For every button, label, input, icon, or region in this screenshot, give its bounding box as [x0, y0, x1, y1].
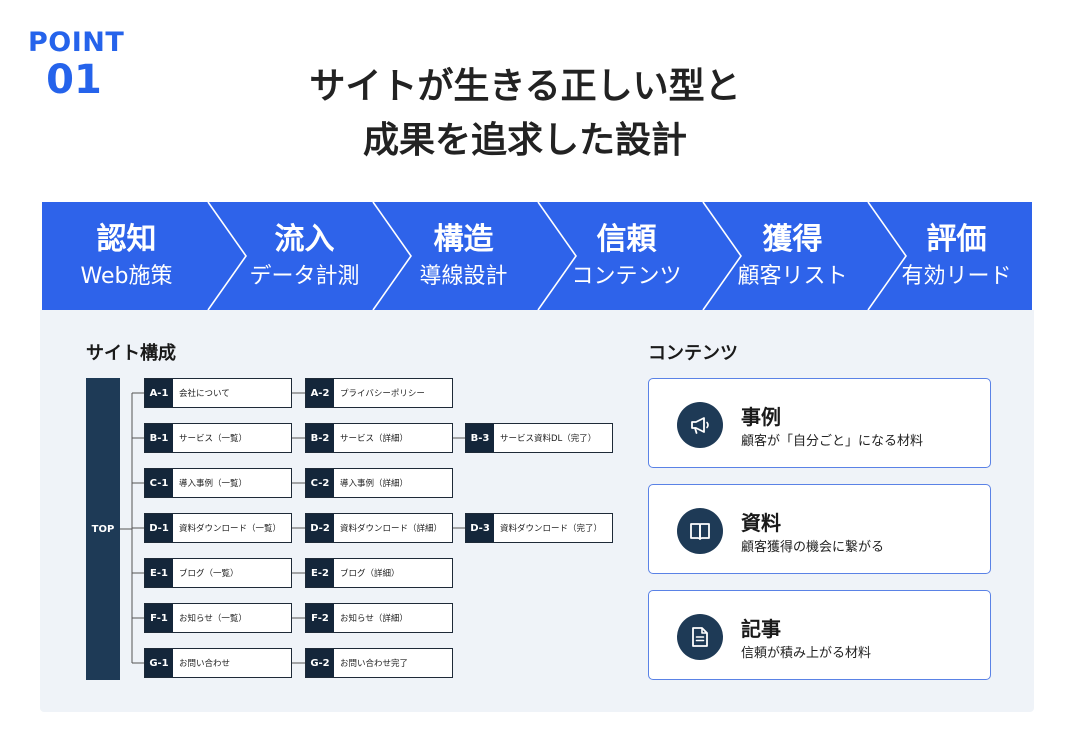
page-code: F-2: [306, 604, 334, 632]
document-icon: [677, 614, 723, 660]
page-node-e-1: E-1 ブログ（一覧）: [144, 558, 292, 588]
card-desc: 顧客が「自分ごと」になる材料: [741, 434, 924, 449]
page-name: お問い合わせ完了: [340, 659, 409, 669]
stage-sub: Web施策: [80, 264, 173, 289]
page-name: 資料ダウンロード（完了）: [500, 524, 603, 534]
point-label: POINT: [28, 27, 125, 58]
tree-connectors: [120, 392, 465, 664]
book-icon: [677, 508, 723, 554]
page-code: B-1: [145, 424, 173, 452]
page-name: サービス（一覧）: [179, 434, 248, 444]
page-name: 資料ダウンロード（詳細）: [340, 524, 443, 534]
content-card-case: 事例 顧客が「自分ごと」になる材料: [648, 378, 991, 468]
stage-5: 獲得 顧客リスト: [710, 202, 875, 310]
stage-4: 信頼 コンテンツ: [544, 202, 709, 310]
stage-sub: データ計測: [249, 264, 360, 289]
page-code: G-2: [306, 649, 334, 677]
site-tree: TOP A-1 会社について A-2 プライバシーポリシー B-1 サービス（一覧） B-2…: [40, 310, 640, 712]
stage-title: 獲得: [762, 222, 823, 257]
page-code: B-2: [306, 424, 334, 452]
page-node-b-2: B-2 サービス（詳細）: [305, 423, 453, 453]
page-code: D-1: [145, 514, 173, 542]
stage-title: 認知: [96, 222, 157, 257]
page-code: F-1: [145, 604, 173, 632]
stage-sub: 有効リード: [901, 264, 1012, 289]
page-code: C-1: [145, 469, 173, 497]
stage-1: 認知 Web施策: [44, 202, 209, 310]
chevron-dividers: [207, 202, 907, 310]
card-desc: 信頼が積み上がる材料: [741, 646, 872, 661]
stage-2: 流入 データ計測: [222, 202, 387, 310]
page-code: D-2: [306, 514, 334, 542]
page-code: B-3: [466, 424, 494, 452]
stage-title: 構造: [433, 222, 494, 257]
site-structure-title: サイト構成: [86, 343, 176, 364]
page-node-d-2: D-2 資料ダウンロード（詳細）: [305, 513, 453, 543]
stage-3: 構造 導線設計: [381, 202, 546, 310]
page-code: E-1: [145, 559, 173, 587]
stage-sub: 導線設計: [419, 264, 508, 289]
page-node-g-2: G-2 お問い合わせ完了: [305, 648, 453, 678]
headline-line-1: サイトが生きる正しい型と: [309, 66, 741, 107]
card-title: 事例: [741, 405, 781, 429]
page-name: サービス資料DL（完了）: [500, 434, 597, 444]
stage-sub: 顧客リスト: [737, 264, 848, 289]
page-name: お知らせ（詳細）: [340, 614, 408, 624]
point-number: 01: [46, 57, 102, 103]
megaphone-icon: [677, 402, 723, 448]
card-title: 記事: [741, 617, 781, 641]
page-name: 導入事例（詳細）: [340, 479, 409, 489]
page-node-f-1: F-1 お知らせ（一覧）: [144, 603, 292, 633]
stage-6: 評価 有効リード: [874, 202, 1032, 310]
card-title: 資料: [741, 511, 781, 535]
page-node-a-2: A-2 プライバシーポリシー: [305, 378, 453, 408]
stage-sub: コンテンツ: [571, 264, 682, 289]
page-name: 導入事例（一覧）: [179, 479, 248, 489]
content-card-material: 資料 顧客獲得の機会に繋がる: [648, 484, 991, 574]
page-node-a-1: A-1 会社について: [144, 378, 292, 408]
stage-title: 流入: [274, 222, 335, 257]
page-name: 会社について: [179, 389, 230, 399]
stage-title: 評価: [926, 222, 987, 257]
point-badge: POINT 01: [28, 27, 125, 103]
page-code: C-2: [306, 469, 334, 497]
funnel-banner: 認知 Web施策 流入 データ計測 構造 導線設計 信頼 コンテンツ 獲得 顧客…: [42, 202, 1032, 310]
page-name: プライバシーポリシー: [340, 389, 425, 399]
page-node-c-1: C-1 導入事例（一覧）: [144, 468, 292, 498]
page-code: G-1: [145, 649, 173, 677]
page-code: A-2: [306, 379, 334, 407]
page-node-b-3: B-3 サービス資料DL（完了）: [465, 423, 613, 453]
card-desc: 顧客獲得の機会に繋がる: [741, 540, 885, 555]
page-code: D-3: [466, 514, 494, 542]
page-code: E-2: [306, 559, 334, 587]
page-node-g-1: G-1 お問い合わせ: [144, 648, 292, 678]
page-code: A-1: [145, 379, 173, 407]
page-node-c-2: C-2 導入事例（詳細）: [305, 468, 453, 498]
headline: サイトが生きる正しい型と 成果を追求した設計: [0, 60, 1050, 168]
page-node-b-1: B-1 サービス（一覧）: [144, 423, 292, 453]
page-name: ブログ（詳細）: [340, 569, 400, 579]
top-node: TOP: [86, 378, 120, 680]
page-node-e-2: E-2 ブログ（詳細）: [305, 558, 453, 588]
page-name: お問い合わせ: [179, 659, 231, 669]
headline-line-2: 成果を追求した設計: [362, 120, 687, 161]
page-name: 資料ダウンロード（一覧）: [179, 524, 282, 534]
page-name: お知らせ（一覧）: [179, 614, 247, 624]
page-node-d-1: D-1 資料ダウンロード（一覧）: [144, 513, 292, 543]
page-node-f-2: F-2 お知らせ（詳細）: [305, 603, 453, 633]
page-name: サービス（詳細）: [340, 434, 409, 444]
page-name: ブログ（一覧）: [179, 569, 239, 579]
content-card-article: 記事 信頼が積み上がる材料: [648, 590, 991, 680]
page-node-d-3: D-3 資料ダウンロード（完了）: [465, 513, 613, 543]
contents-title: コンテンツ: [648, 343, 738, 364]
stage-title: 信頼: [596, 222, 657, 257]
